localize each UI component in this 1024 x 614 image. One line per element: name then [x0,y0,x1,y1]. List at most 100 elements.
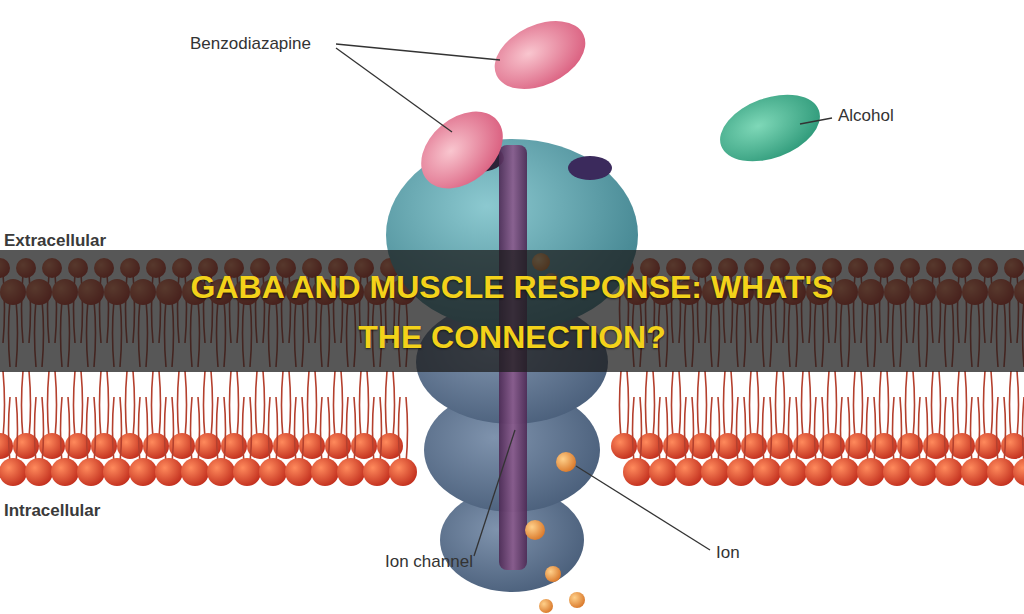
lipid-tail [724,371,733,438]
lipid-tail [87,397,96,464]
lipid-tail [243,397,252,464]
lipid-head [285,458,313,486]
lipid-tail [893,397,902,464]
lipid-tail [672,371,681,438]
title-wrap: GABA AND MUSCLE RESPONSE: WHAT'S THE CON… [0,262,1024,362]
ion-sphere [569,592,585,608]
lipid-head [77,458,105,486]
lipid-tail [880,371,889,438]
lipid-tail [776,371,785,438]
lipid-head [857,458,885,486]
lipid-head [753,458,781,486]
lipid-tail [347,397,356,464]
lipid-head [103,458,131,486]
lipid-head [259,458,287,486]
lipid-tail [22,371,31,438]
lipid-head [311,458,339,486]
lipid-tail [113,397,122,464]
lipid-tail [633,397,642,464]
ligand-label: Benzodiazapine [190,34,311,54]
lipid-tail [1010,371,1019,438]
lipid-tail [750,371,759,438]
lipid-head [883,458,911,486]
lipid-head [987,458,1015,486]
lipid-tail [997,397,1006,464]
lipid-head [155,458,183,486]
lipid-tail [620,371,629,438]
part-label: Ion channel [385,552,473,572]
lipid-tail [399,397,408,464]
lipid-head [181,458,209,486]
leader-line [474,430,515,556]
lipid-head [25,458,53,486]
lipid-head [727,458,755,486]
lipid-tail [958,371,967,438]
lipid-tail [841,397,850,464]
lipid-tail [0,371,5,438]
region-label: Extracellular [4,231,106,251]
lipid-tail [919,397,928,464]
lipid-tail [230,371,239,438]
binding-pocket [568,156,612,180]
lipid-head [935,458,963,486]
lipid-head [337,458,365,486]
lipid-tail [386,371,395,438]
leader-line [336,44,500,60]
lipid-tail [646,371,655,438]
lipid-tail [789,397,798,464]
lipid-head [649,458,677,486]
lipid-tail [815,397,824,464]
leader-line [576,466,710,550]
lipid-tail [828,371,837,438]
lipid-tail [737,397,746,464]
lipid-head [207,458,235,486]
lipid-tail [48,371,57,438]
region-label: Intracellular [4,501,100,521]
lipid-tail [126,371,135,438]
lipid-tail [945,397,954,464]
lipid-head [1013,458,1024,486]
lipid-tail [9,397,18,464]
lipid-tail [308,371,317,438]
lipid-head [51,458,79,486]
lipid-tail [685,397,694,464]
title-banner [0,250,1024,372]
lipid-head [779,458,807,486]
title: GABA AND MUSCLE RESPONSE: WHAT'S THE CON… [162,262,862,362]
lipid-tail [282,371,291,438]
lipid-tail [269,397,278,464]
lipid-head [233,458,261,486]
lipid-tail [204,371,213,438]
lipid-tail [61,397,70,464]
lipid-tail [711,397,720,464]
ion-sphere [539,599,553,613]
lipid-head [909,458,937,486]
leader-line [336,48,452,132]
ion-sphere [525,520,545,540]
lipid-tail [178,371,187,438]
ion-sphere [545,566,561,582]
lipid-tail [334,371,343,438]
lipid-tail [165,397,174,464]
ligand-label: Alcohol [838,106,894,126]
lipid-head [0,433,13,459]
lipid-tail [763,397,772,464]
lipid-tail [659,397,668,464]
benzodiazepine-molecule [406,96,518,204]
lipid-tail [971,397,980,464]
leader-line [800,118,832,124]
lipid-head [363,458,391,486]
lipid-tail [802,371,811,438]
lipid-tail [217,397,226,464]
lipid-tail [698,371,707,438]
lipid-head [831,458,859,486]
ion-sphere [556,452,576,472]
lipid-head [623,458,651,486]
lipid-tail [74,371,83,438]
lipid-head [961,458,989,486]
lipid-tail [35,397,44,464]
lipid-head [0,458,27,486]
lipid-head [389,458,417,486]
lipid-tail [854,371,863,438]
lipid-tail [256,371,265,438]
